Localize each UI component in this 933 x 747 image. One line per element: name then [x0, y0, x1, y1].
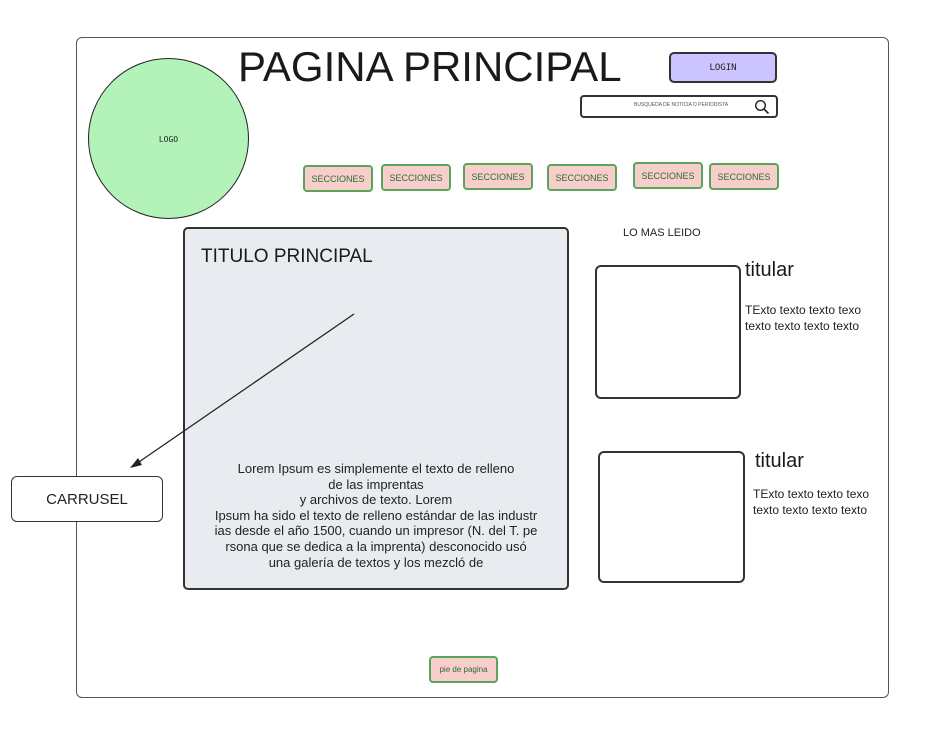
- body-line: Ipsum ha sido el texto de relleno estánd…: [214, 507, 538, 523]
- body-line: de las imprentas: [328, 476, 424, 492]
- logo-label: LOGO: [158, 135, 179, 144]
- search-icon[interactable]: [754, 99, 770, 115]
- section-button[interactable]: SECCIONES: [303, 165, 373, 192]
- section-button[interactable]: SECCIONES: [709, 163, 779, 190]
- search-placeholder: BUSQUEDA DE NOTICIA O PERIODISTA: [634, 102, 729, 108]
- footer-button[interactable]: pie de pagina: [429, 656, 498, 683]
- logo: LOGO: [88, 58, 249, 219]
- main-article[interactable]: TITULO PRINCIPAL Lorem Ipsum es simpleme…: [183, 227, 569, 590]
- body-line: Lorem Ipsum es simplemente el texto de r…: [237, 461, 515, 476]
- main-body: Lorem Ipsum es simplemente el texto de r…: [193, 461, 559, 570]
- page-frame: [76, 37, 889, 698]
- carousel-annotation: CARRUSEL: [11, 476, 163, 522]
- card-text-line: texto texto texto texto: [745, 319, 860, 333]
- card-text-line: TExto texto texto texo: [753, 487, 870, 501]
- card-text-line: TExto texto texto texo: [745, 303, 862, 317]
- body-line: ias desde el año 1500, cuando un impreso…: [214, 523, 538, 539]
- most-read-heading: LO MAS LEIDO: [623, 227, 701, 239]
- section-button[interactable]: SECCIONES: [633, 162, 703, 189]
- body-line: y archivos de texto. Lorem: [299, 492, 453, 508]
- page-title: PAGINA PRINCIPAL: [238, 43, 622, 90]
- search-input[interactable]: BUSQUEDA DE NOTICIA O PERIODISTA: [580, 95, 778, 118]
- main-title: TITULO PRINCIPAL: [201, 246, 373, 267]
- most-read-card-image[interactable]: [598, 451, 745, 583]
- most-read-card-text: TExto texto texto texo texto texto texto…: [745, 302, 861, 334]
- body-line: rsona que se dedica a la imprenta) desco…: [225, 538, 527, 554]
- section-button[interactable]: SECCIONES: [381, 164, 451, 191]
- section-button[interactable]: SECCIONES: [463, 163, 533, 190]
- most-read-card-text: TExto texto texto texo texto texto texto…: [753, 486, 869, 518]
- login-button[interactable]: LOGIN: [669, 52, 777, 83]
- section-button[interactable]: SECCIONES: [547, 164, 617, 191]
- body-line: una galería de textos y los mezcló de: [268, 554, 484, 570]
- most-read-card-title[interactable]: titular: [745, 259, 794, 281]
- card-text-line: texto texto texto texto: [753, 503, 868, 517]
- most-read-card-image[interactable]: [595, 265, 741, 399]
- most-read-card-title[interactable]: titular: [755, 450, 804, 472]
